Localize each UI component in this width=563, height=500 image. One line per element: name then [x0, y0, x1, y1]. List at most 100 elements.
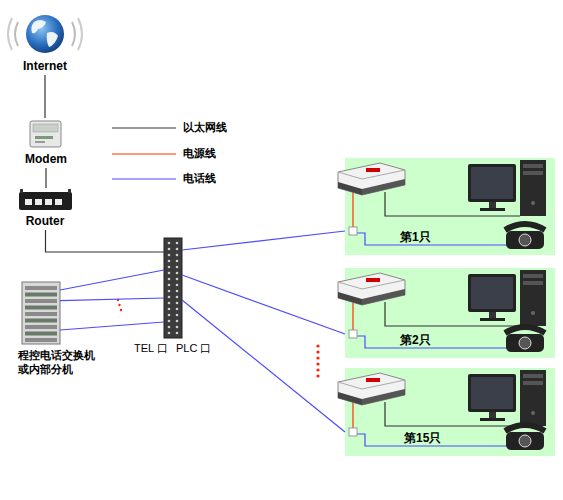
- phone-line: [60, 270, 164, 290]
- station-illustration: [338, 160, 546, 450]
- patch-port: [168, 260, 171, 263]
- connector-line: [44, 75, 45, 118]
- pbx-rack-row: [25, 325, 57, 329]
- station-illustration: [352, 192, 353, 227]
- panel-fill: [345, 268, 555, 358]
- patch-port: [168, 332, 171, 335]
- globe-icon: [47, 32, 58, 47]
- pbx-rack-row: [25, 293, 57, 297]
- patch-port: [168, 308, 171, 311]
- station-illustration: [506, 334, 544, 352]
- router-icon: [19, 192, 72, 210]
- station-illustration: [352, 302, 353, 330]
- connector-line: [46, 230, 165, 252]
- station-illustration: [362, 179, 405, 195]
- station-illustration: [338, 163, 405, 195]
- pbx-rack-row: [25, 319, 57, 323]
- station-illustration: [505, 327, 545, 333]
- globe-icon: [31, 20, 46, 33]
- station-illustration: [480, 318, 505, 321]
- router-icon: [20, 189, 23, 193]
- router-icon: [35, 199, 42, 205]
- station-illustration: [338, 160, 546, 249]
- station-illustration: [506, 432, 544, 450]
- station-illustration: [468, 164, 516, 202]
- station-illustration: [519, 234, 531, 246]
- router-icon: [19, 189, 72, 210]
- patch-port: [168, 296, 171, 299]
- station-illustration: [338, 182, 362, 195]
- patch-port: [176, 290, 179, 293]
- patch-port: [176, 278, 179, 281]
- legend-lines: [112, 128, 176, 179]
- station-illustration: [338, 292, 362, 305]
- router-icon: [68, 189, 71, 193]
- station-illustration: [520, 160, 546, 216]
- patch-panel-icon: [164, 238, 182, 338]
- legend-label: 电源线: [183, 147, 216, 160]
- station-illustration: [471, 277, 513, 309]
- modem-icon: [30, 121, 61, 147]
- station-illustration: [520, 370, 546, 426]
- patch-port: [168, 248, 171, 251]
- phone-line: [60, 270, 164, 330]
- station-illustration: [519, 337, 531, 349]
- patch-port: [168, 242, 179, 335]
- station-illustration: [366, 378, 380, 382]
- ellipsis-dot: [117, 299, 320, 378]
- pbx-rack-icon: [22, 282, 60, 344]
- station-illustration: [338, 270, 546, 352]
- device-node: Internet: [25, 14, 65, 54]
- pbx-rack-row: [25, 332, 57, 336]
- node-label: 第15只: [404, 431, 441, 445]
- router-icon: [45, 199, 52, 205]
- patch-port: [168, 290, 171, 293]
- modem-icon: [33, 124, 58, 132]
- patch-port: [176, 248, 179, 251]
- station-illustration: [366, 278, 380, 282]
- router-icon: [55, 199, 62, 205]
- station-illustration: [338, 392, 362, 405]
- modem-icon: [30, 121, 61, 147]
- patch-port: [176, 308, 179, 311]
- connector-line: [60, 298, 164, 301]
- legend-label: 电话线: [183, 172, 216, 185]
- station-illustration: [480, 208, 505, 211]
- device-node: Router: [18, 188, 73, 211]
- station-illustration: [366, 168, 380, 172]
- patch-port: [176, 332, 179, 335]
- station-illustration: [531, 311, 535, 315]
- station-illustration: [531, 201, 535, 205]
- connector-line: [182, 300, 345, 432]
- patch-port: [176, 242, 179, 245]
- pbx-rack-row: [25, 286, 57, 290]
- station-illustration: [349, 227, 357, 235]
- legend-label: 以太网线: [183, 121, 227, 134]
- device-node: 程控电话交换机 或内部分机: [22, 282, 60, 344]
- station-illustration: [506, 231, 544, 249]
- patch-panel-icon: [164, 238, 182, 338]
- station-illustration: [471, 377, 513, 409]
- patch-port: [176, 266, 179, 269]
- patch-port: [176, 302, 179, 305]
- device-node: Modem: [30, 118, 62, 150]
- phone-line: [60, 322, 164, 330]
- station-illustration: [523, 281, 543, 285]
- station-illustration: [523, 374, 543, 378]
- station-illustration: [349, 330, 357, 338]
- ellipsis-dot: [316, 356, 319, 359]
- connector-line: [182, 231, 345, 250]
- connector-line: [182, 275, 345, 334]
- device-node: TEL 口PLC 口: [164, 238, 182, 338]
- patch-port: [168, 314, 171, 317]
- ellipsis-dot: [316, 350, 319, 353]
- legend: 以太网线电源线电话线: [0, 0, 1, 1]
- node-label: Router: [26, 214, 65, 228]
- station-illustration: [520, 270, 546, 326]
- station-illustration: [489, 312, 496, 318]
- workstation-panel: 第2只: [345, 268, 555, 358]
- modem-icon: [35, 136, 53, 139]
- legend-lines: [112, 127, 176, 128]
